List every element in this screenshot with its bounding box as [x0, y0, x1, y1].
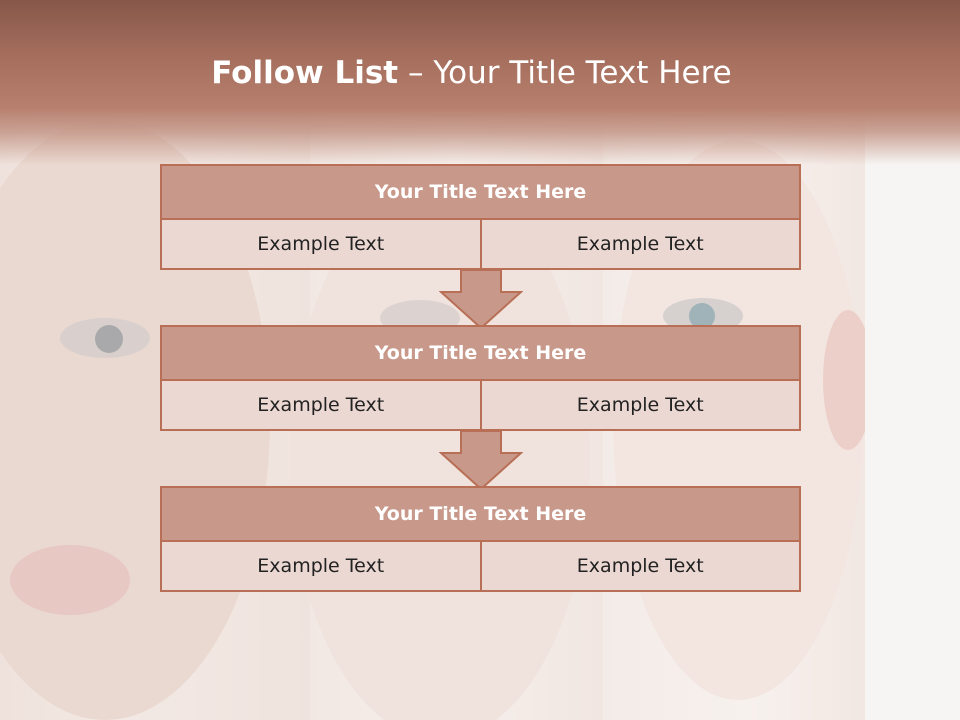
- slide-title-rest: – Your Title Text Here: [398, 55, 732, 91]
- stage-header: Your Title Text Here: [160, 325, 801, 381]
- stage-header: Your Title Text Here: [160, 164, 801, 220]
- stage-cell-right: Example Text: [481, 381, 801, 431]
- down-arrow-icon: [439, 431, 523, 491]
- stage-cell-left: Example Text: [160, 220, 482, 270]
- iris: [95, 325, 123, 353]
- stage-row: Example Text Example Text: [160, 542, 801, 592]
- stage-box-1: Your Title Text Here Example Text Exampl…: [160, 164, 801, 270]
- slide-title-bold: Follow List: [211, 55, 399, 91]
- stage-cell-left: Example Text: [160, 381, 482, 431]
- stage-header: Your Title Text Here: [160, 486, 801, 542]
- stage-cell-right: Example Text: [481, 542, 801, 592]
- stage-cell-left: Example Text: [160, 542, 482, 592]
- header-band: [0, 0, 960, 165]
- ear: [823, 310, 873, 450]
- stage-row: Example Text Example Text: [160, 381, 801, 431]
- lips: [10, 545, 130, 615]
- stage-cell-right: Example Text: [481, 220, 801, 270]
- face-shape: [290, 180, 590, 720]
- stage-box-2: Your Title Text Here Example Text Exampl…: [160, 325, 801, 431]
- slide-title: Follow List – Your Title Text Here: [0, 55, 943, 91]
- stage-row: Example Text Example Text: [160, 220, 801, 270]
- down-arrow-icon: [439, 270, 523, 330]
- iris: [689, 303, 715, 329]
- stage-box-3: Your Title Text Here Example Text Exampl…: [160, 486, 801, 592]
